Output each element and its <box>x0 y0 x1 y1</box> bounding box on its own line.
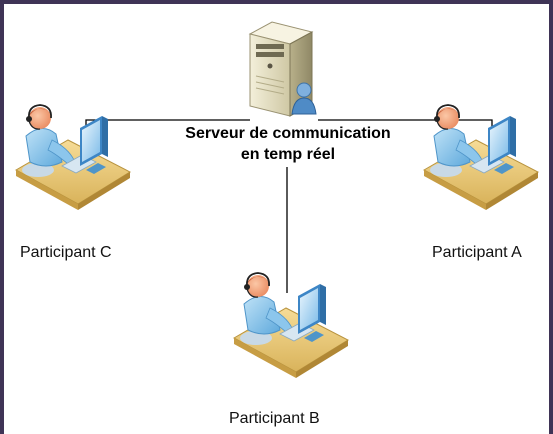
server-title-line1: Serveur de communication <box>185 125 391 142</box>
server-title-line2: en temp réel <box>240 146 336 163</box>
server-title: Serveur de communication en temp réel <box>148 123 428 165</box>
server-tower-with-user-icon <box>248 21 317 117</box>
participant-b-label: Participant B <box>229 410 320 427</box>
workstation-a-icon <box>423 104 539 211</box>
workstation-b-icon <box>233 272 349 379</box>
participant-a-label: Participant A <box>432 244 522 261</box>
participant-c-label: Participant C <box>20 244 112 261</box>
workstation-c-icon <box>15 104 131 211</box>
